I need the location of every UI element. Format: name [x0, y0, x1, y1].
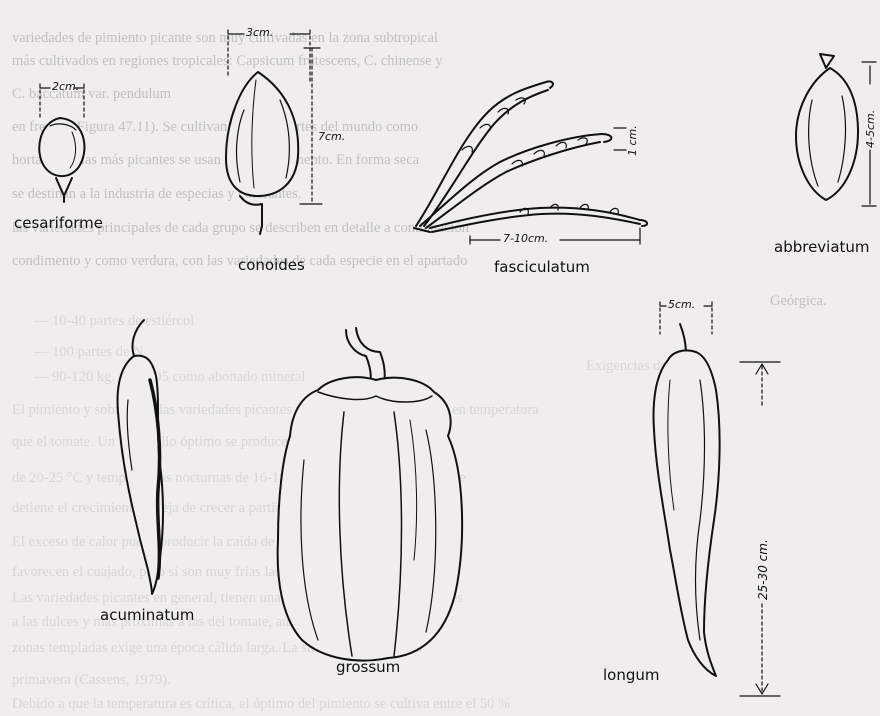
label-fasciculatum: fasciculatum — [494, 258, 590, 276]
label-conoides: conoides — [238, 256, 305, 274]
background-text-line: El pimiento y sobre todo las variedades … — [12, 402, 539, 418]
dim-conoides-height: 7cm. — [318, 130, 345, 143]
label-cesariforme: cesariforme — [14, 214, 103, 232]
label-longum: longum — [603, 666, 660, 684]
fasciculatum-dimensions — [470, 128, 640, 244]
abbreviatum-pepper-drawing — [796, 54, 858, 200]
dim-fasciculatum-length: 7-10cm. — [503, 232, 548, 245]
conoides-pepper-drawing — [226, 72, 298, 234]
background-text-line: primavera (Cassens, 1979). — [12, 672, 171, 688]
dim-longum-width: 5cm. — [668, 298, 695, 311]
label-grossum: grossum — [336, 658, 400, 676]
background-text-line: Debido a que la temperatura es crítica, … — [12, 696, 510, 712]
label-abbreviatum: abbreviatum — [774, 238, 870, 256]
background-text-line: variedades de pimiento picante son muy c… — [12, 30, 438, 46]
label-acuminatum: acuminatum — [100, 606, 194, 624]
dim-longum-height: 25-30 cm. — [756, 539, 770, 600]
background-text-line: — 100 partes de N — [33, 344, 144, 360]
background-text-line: C. baccatum var. pendulum — [12, 86, 172, 102]
background-text-line: — 90-120 kg. de P2O5 como abonado minera… — [33, 369, 305, 385]
dim-cesariforme-width: 2cm. — [52, 80, 79, 93]
dim-conoides-width: 3cm. — [246, 26, 273, 39]
dim-abbreviatum-height: 4-5cm. — [864, 110, 877, 148]
dim-fasciculatum-width: 1 cm. — [626, 125, 639, 156]
acuminatum-pepper-drawing — [118, 320, 163, 594]
background-text-line: Geórgica. — [770, 293, 827, 309]
background-text-line: — 10-40 partes de estiércol — [33, 313, 194, 329]
longum-pepper-drawing — [654, 324, 720, 676]
fasciculatum-pepper-drawing — [414, 81, 647, 232]
